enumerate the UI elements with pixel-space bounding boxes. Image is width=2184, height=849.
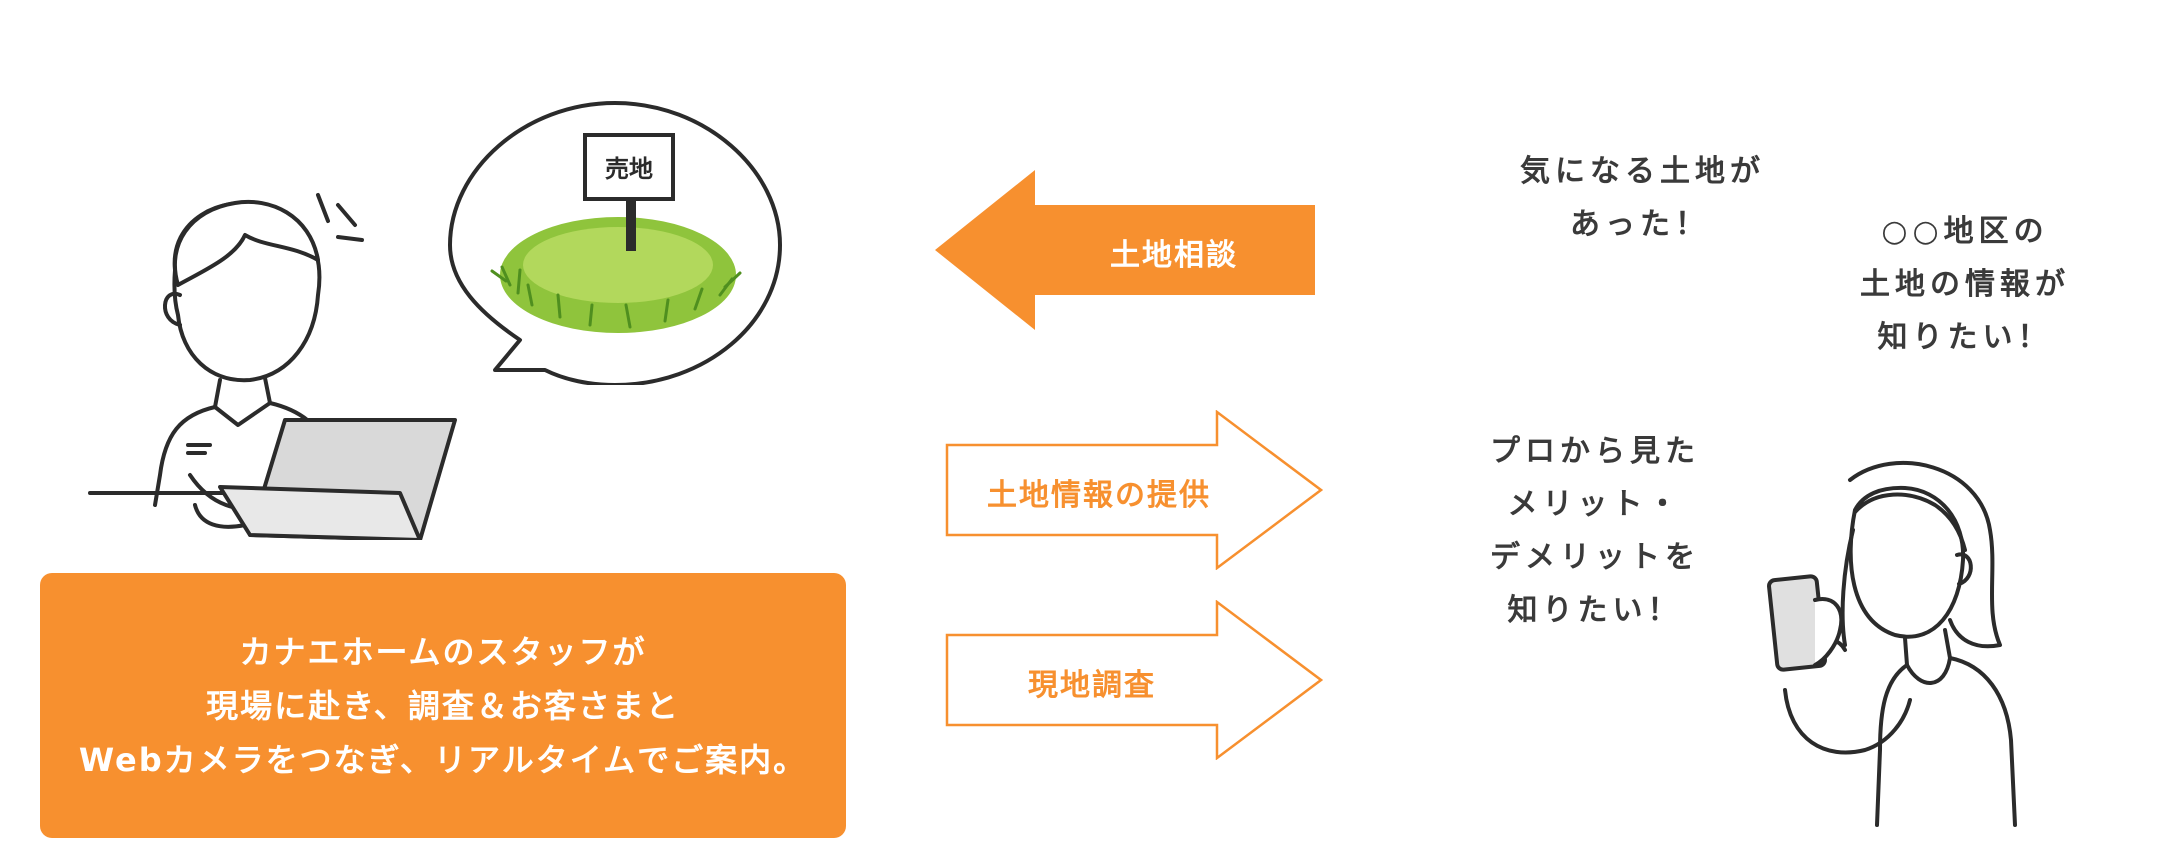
arrow-site-survey-label: 現地調査 bbox=[1028, 668, 1156, 703]
thought-line: あった！ bbox=[1570, 207, 1710, 242]
sign-board bbox=[583, 133, 675, 201]
customer-thought-merit: プロから見た メリット・ デメリットを 知りたい！ bbox=[1470, 425, 1720, 637]
customer-thought-interest: 気になる土地が あった！ bbox=[1520, 145, 1760, 251]
thought-line: ○○地区の bbox=[1881, 214, 2049, 249]
customer-thought-area-info: ○○地区の 土地の情報が 知りたい！ bbox=[1845, 205, 2085, 364]
thought-line: 気になる土地が bbox=[1520, 154, 1765, 189]
speech-bubble: 売地 bbox=[440, 95, 790, 385]
caption-line: Webカメラをつなぎ、リアルタイムでご案内。 bbox=[78, 740, 808, 779]
thought-line: 知りたい！ bbox=[1877, 320, 2053, 355]
caption-line: カナエホームのスタッフが bbox=[239, 632, 647, 671]
arrow-land-consult-label: 土地相談 bbox=[1110, 238, 1238, 273]
thought-line: プロから見た bbox=[1490, 434, 1700, 469]
caption-box: カナエホームのスタッフが 現場に赴き、調査＆お客さまと Webカメラをつなぎ、リ… bbox=[40, 573, 846, 838]
caption-line: 現場に赴き、調査＆お客さまと bbox=[206, 686, 680, 725]
thought-line: 知りたい！ bbox=[1507, 593, 1683, 628]
sign-label: 売地 bbox=[605, 155, 653, 183]
staff-illustration bbox=[70, 175, 510, 540]
thought-line: 土地の情報が bbox=[1860, 267, 2070, 302]
thought-line: デメリットを bbox=[1490, 540, 1700, 575]
thought-line: メリット・ bbox=[1507, 487, 1683, 522]
arrow-land-info: 土地情報の提供 bbox=[945, 410, 1323, 570]
customer-illustration bbox=[1745, 450, 2045, 830]
arrow-land-consult: 土地相談 bbox=[935, 170, 1315, 330]
arrow-site-survey: 現地調査 bbox=[945, 600, 1323, 760]
arrow-land-info-label: 土地情報の提供 bbox=[987, 478, 1211, 513]
